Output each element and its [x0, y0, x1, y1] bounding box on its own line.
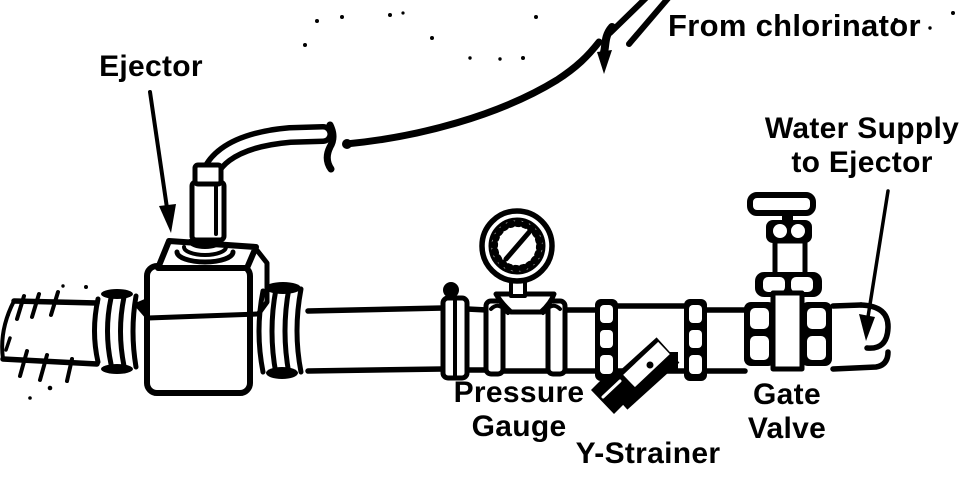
gauge-needle: [503, 227, 534, 262]
y-strainer: [591, 299, 707, 414]
label-gate-valve: Gate Valve: [748, 378, 826, 446]
hose-union: [323, 121, 337, 173]
threaded-coupling-left: [92, 289, 147, 374]
gate-valve-body: [770, 290, 805, 372]
label-pressure-gauge-line2: Gauge: [471, 410, 567, 443]
chlorinator-tubing: [342, 0, 671, 149]
label-gate-valve-line1: Gate: [753, 378, 821, 411]
water-supply-leader-arrow: [859, 189, 890, 341]
label-from-chlorinator: From chlorinator: [668, 8, 921, 43]
y-strainer-flange-left: [595, 299, 618, 381]
label-gate-valve-line2: Valve: [747, 412, 827, 445]
ejector-leader-arrow: [148, 90, 176, 233]
ejector-nozzle: [174, 162, 236, 265]
label-ejector: Ejector: [99, 50, 203, 83]
label-water-supply-line1: Water Supply: [764, 112, 960, 145]
y-strainer-flange-right: [684, 299, 707, 381]
gate-valve-handle: [747, 192, 816, 216]
label-water-supply-line2: to Ejector: [791, 146, 933, 179]
pipe-outlet-end: [830, 302, 891, 372]
gate-valve-nut-right: [801, 302, 832, 366]
gate-valve-nut-left: [744, 302, 775, 366]
gate-valve: [744, 192, 832, 372]
label-pressure-gauge-line1: Pressure: [453, 376, 585, 409]
pipe-break-left: [0, 290, 100, 383]
label-y-strainer: Y-Strainer: [575, 437, 721, 470]
pipe-coupling-ring: [440, 282, 470, 381]
supply-pipe: [305, 303, 748, 374]
gate-valve-bonnet: [755, 272, 822, 297]
label-water-supply: Water Supply to Ejector: [765, 112, 959, 180]
gate-valve-packing: [766, 220, 812, 243]
tubing-connector: [597, 50, 612, 74]
pressure-gauge-dial: [479, 208, 555, 284]
label-pressure-gauge: Pressure Gauge: [454, 376, 585, 444]
gauge-ticks: [491, 220, 543, 272]
gate-valve-stem: [772, 238, 808, 278]
threaded-coupling-right: [256, 282, 304, 379]
gauge-tee: [483, 277, 568, 377]
